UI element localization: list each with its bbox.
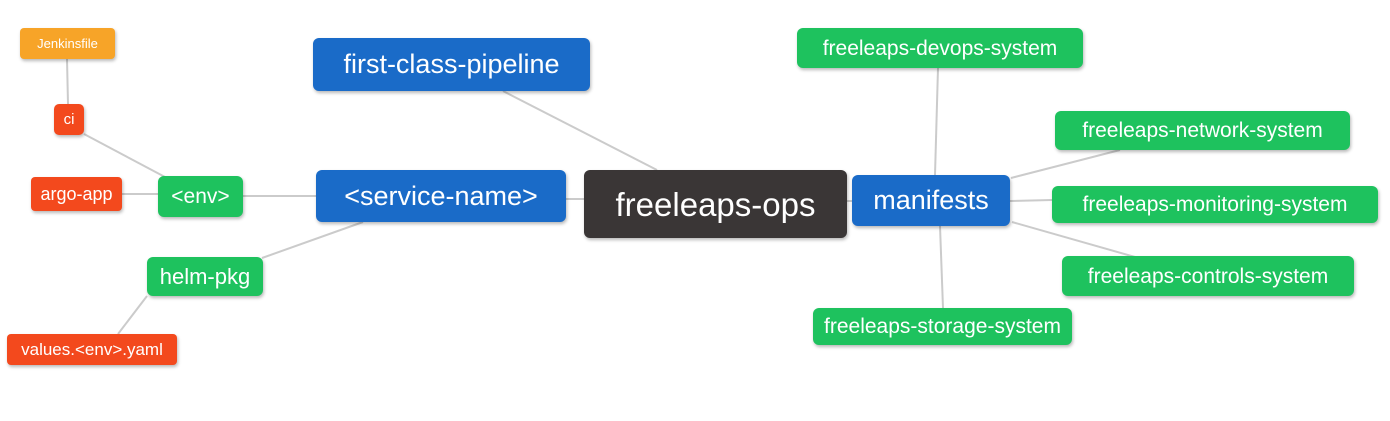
node-controls-system[interactable]: freeleaps-controls-system: [1062, 256, 1354, 296]
node-freeleaps-ops-root[interactable]: freeleaps-ops: [584, 170, 847, 238]
node-values-env-yaml[interactable]: values.<env>.yaml: [7, 334, 177, 365]
edge-service-name-helm-pkg: [261, 221, 364, 259]
node-storage-system[interactable]: freeleaps-storage-system: [813, 308, 1072, 345]
edge-ci-env: [83, 133, 166, 178]
node-jenkinsfile[interactable]: Jenkinsfile: [20, 28, 115, 59]
edge-manifests-network: [1010, 149, 1121, 179]
edge-manifests-storage: [939, 225, 944, 309]
edge-jenkinsfile-ci: [66, 58, 69, 105]
node-argo-app[interactable]: argo-app: [31, 177, 122, 211]
node-first-class-pipeline[interactable]: first-class-pipeline: [313, 38, 590, 91]
edge-manifests-devops: [934, 67, 939, 176]
edge-helm-pkg-values: [117, 295, 148, 335]
node-devops-system[interactable]: freeleaps-devops-system: [797, 28, 1083, 68]
node-helm-pkg[interactable]: helm-pkg: [147, 257, 263, 296]
node-ci[interactable]: ci: [54, 104, 84, 135]
edge-manifests-monitoring: [1009, 199, 1053, 202]
edge-manifests-controls: [1011, 221, 1136, 258]
edge-first-class-pipeline-root: [502, 90, 658, 171]
node-env[interactable]: <env>: [158, 176, 243, 217]
node-service-name[interactable]: <service-name>: [316, 170, 566, 222]
node-monitoring-system[interactable]: freeleaps-monitoring-system: [1052, 186, 1378, 223]
node-manifests[interactable]: manifests: [852, 175, 1010, 226]
node-network-system[interactable]: freeleaps-network-system: [1055, 111, 1350, 150]
